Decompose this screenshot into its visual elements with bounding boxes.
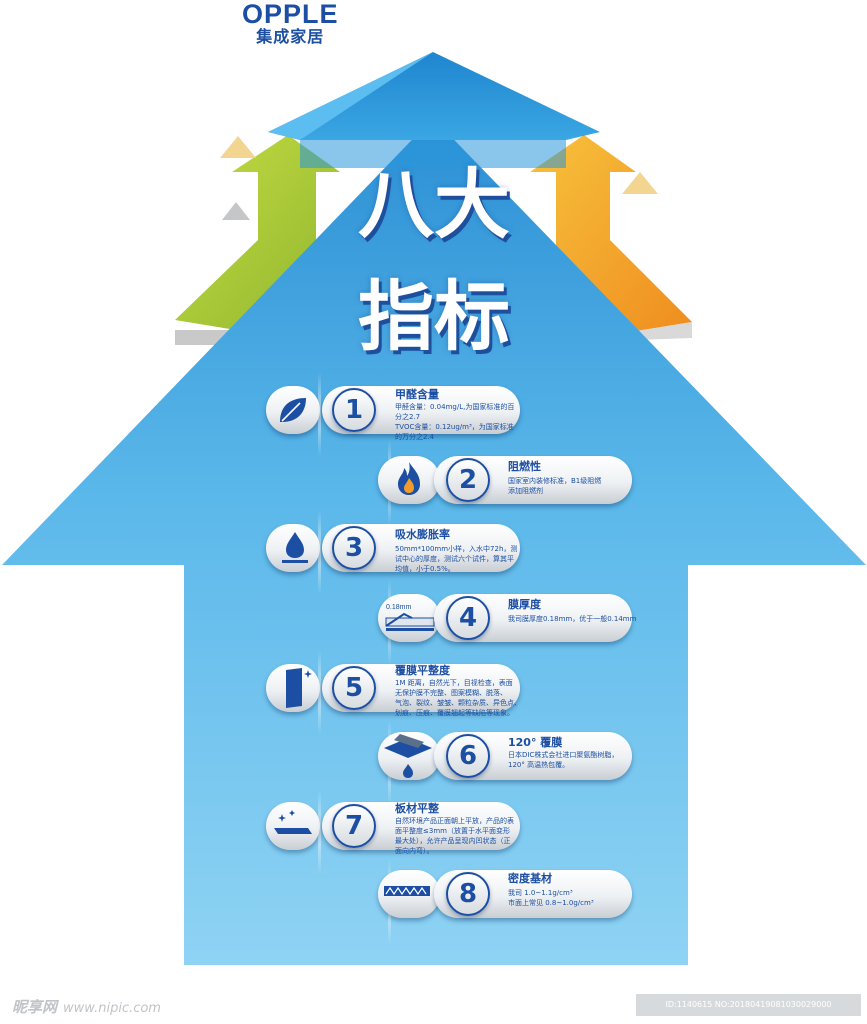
number-badge: 7 [332, 804, 376, 848]
number-badge: 5 [332, 666, 376, 710]
number-badge: 6 [446, 734, 490, 778]
number-badge: 1 [332, 388, 376, 432]
heat-lamination-icon [384, 734, 432, 778]
flame-icon [398, 462, 420, 495]
item-title: 膜厚度 [508, 598, 541, 611]
item-title: 甲醛含量 [395, 388, 439, 401]
brand-logo: OPPLE 集成家居 [242, 0, 339, 46]
item-description: 日本DIC株式会社进口聚氨酯树脂，120° 高温热包覆。 [508, 751, 619, 769]
item-title: 阻燃性 [508, 460, 541, 473]
item-title: 板材平整 [395, 802, 439, 815]
deco-triangle [622, 172, 658, 194]
number-badge: 2 [446, 458, 490, 502]
leaf-icon [280, 398, 306, 422]
page-title-line2: 指标 [358, 272, 510, 361]
number-badge: 8 [446, 872, 490, 916]
watermark-url: www.nipic.com [63, 1001, 161, 1016]
watermark-site: 昵享网 www.nipic.com [12, 996, 161, 1017]
item-title: 吸水膨胀率 [395, 528, 450, 541]
brand-name: OPPLE [242, 0, 339, 29]
divider [318, 790, 321, 875]
number-badge: 4 [446, 596, 490, 640]
top-arrow-head [268, 52, 600, 140]
deco-triangle [222, 202, 250, 220]
watermark-id: ID:1140615 NO:20180419081030029000 [636, 994, 861, 1016]
item-title: 120° 覆膜 [508, 736, 563, 749]
film-thickness-icon: 0.18mm [385, 604, 435, 631]
board-core-icon [384, 886, 430, 896]
page-title-line1: 八大 [358, 160, 510, 249]
brand-subtitle: 集成家居 [256, 27, 325, 46]
film-thickness-label: 0.18mm [386, 604, 411, 611]
icon-pill [266, 802, 320, 850]
number-badge: 3 [332, 526, 376, 570]
item-title: 覆膜平整度 [395, 664, 450, 677]
panel-icon [286, 668, 312, 708]
deco-triangle [220, 136, 256, 158]
item-description: 1M 距离，自然光下，目视检查，表面无保护膜不完整、图案模糊、脱落、气泡、裂纹、… [395, 679, 521, 717]
item-description: 50mm*100mm小样，入水中72h，测试中心的厚度，测试六个试件，算其平均值… [395, 545, 518, 573]
item-description: 我司膜厚度0.18mm，优于一般0.14mm [508, 615, 637, 623]
watermark-site-name: 昵享网 [12, 998, 58, 1016]
item-description: 国家室内装修标准，B1级阻燃添加阻燃剂 [508, 477, 602, 495]
item-title: 密度基材 [508, 872, 552, 885]
item-description: 自然环境产品正面朝上平放，产品的表面平整度≤3mm（放置于水平面变形最大处），允… [395, 817, 514, 855]
orange-side-arrow [530, 135, 692, 340]
flat-board-icon [274, 810, 312, 834]
water-drop-icon [282, 532, 308, 563]
